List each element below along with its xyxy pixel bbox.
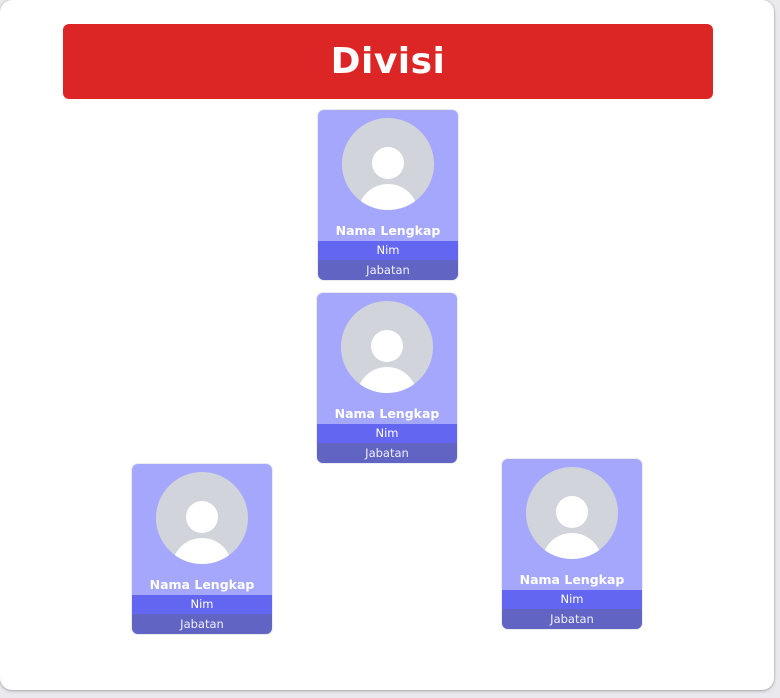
avatar-body <box>358 184 418 210</box>
member-nim: Nim <box>132 595 272 614</box>
avatar-body <box>357 367 417 393</box>
user-avatar-icon <box>341 301 433 393</box>
avatar-body <box>542 533 602 559</box>
member-name: Nama Lengkap <box>132 574 272 595</box>
member-position: Jabatan <box>502 609 642 629</box>
avatar-head <box>372 147 404 179</box>
member-name: Nama Lengkap <box>318 220 458 241</box>
member-position: Jabatan <box>317 443 457 463</box>
member-card[interactable]: Nama Lengkap Nim Jabatan <box>317 293 457 463</box>
member-name: Nama Lengkap <box>317 403 457 424</box>
division-header: Divisi <box>63 24 713 99</box>
user-avatar-icon <box>526 467 618 559</box>
member-nim: Nim <box>317 424 457 443</box>
member-position: Jabatan <box>318 260 458 280</box>
avatar-head <box>371 330 403 362</box>
member-card[interactable]: Nama Lengkap Nim Jabatan <box>502 459 642 629</box>
member-card[interactable]: Nama Lengkap Nim Jabatan <box>318 110 458 280</box>
member-name: Nama Lengkap <box>502 569 642 590</box>
member-nim: Nim <box>502 590 642 609</box>
user-avatar-icon <box>342 118 434 210</box>
member-nim: Nim <box>318 241 458 260</box>
member-card[interactable]: Nama Lengkap Nim Jabatan <box>132 464 272 634</box>
avatar-head <box>556 496 588 528</box>
division-title: Divisi <box>330 41 446 82</box>
avatar-body <box>172 538 232 564</box>
avatar-head <box>186 501 218 533</box>
user-avatar-icon <box>156 472 248 564</box>
member-position: Jabatan <box>132 614 272 634</box>
